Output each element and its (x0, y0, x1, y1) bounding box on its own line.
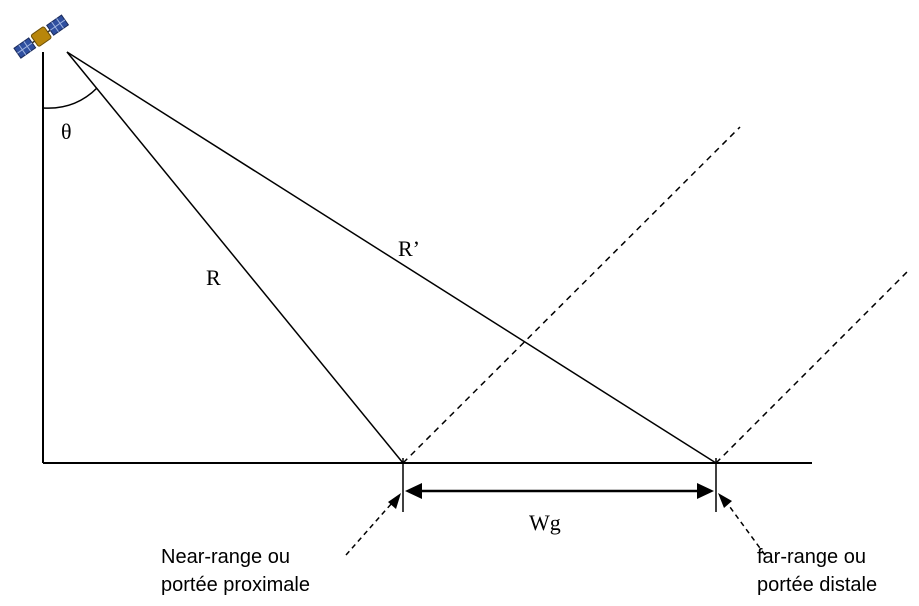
near-range-pointer-line (345, 502, 393, 556)
near-range-label-line1: Near-range ou (161, 546, 290, 568)
satellite-icon (13, 14, 70, 59)
far-range-label-line1: far-range ou (757, 546, 866, 568)
incidence-angle-arc (42, 87, 98, 109)
far-range-pointer-line (726, 502, 766, 556)
far-range-label-line2: portée distale (757, 574, 877, 596)
r-prime-label: R’ (398, 236, 420, 261)
ground-swath-arrowhead-right (697, 483, 714, 499)
near-range-label-line2: portée proximale (161, 574, 310, 596)
near-range-pointer-arrowhead (388, 493, 401, 509)
wg-label: Wg (529, 510, 561, 535)
slant-range-r-line (66, 51, 404, 464)
ground-swath-arrowhead-left (405, 483, 422, 499)
slant-range-r-prime-line (66, 51, 717, 464)
near-wavefront-dashed-line (402, 126, 741, 464)
r-label: R (206, 265, 221, 290)
far-range-pointer-arrowhead (718, 493, 732, 508)
theta-label: θ (61, 119, 72, 144)
far-wavefront-dashed-line (715, 268, 911, 464)
